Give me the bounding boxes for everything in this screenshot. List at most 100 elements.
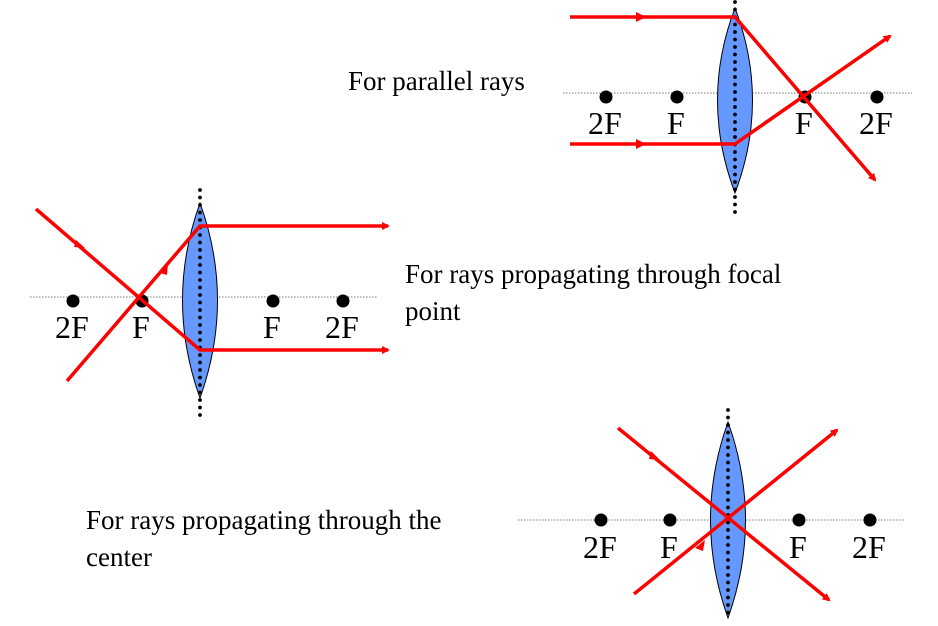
lens-axis-dot <box>733 67 737 72</box>
lens-axis-dot <box>198 398 202 402</box>
focal-point-marker <box>66 294 80 308</box>
lens-axis-dot <box>726 408 730 412</box>
caption-line: For rays propagating through focal <box>405 259 782 289</box>
focal-point-marker <box>670 90 684 104</box>
lens-axis-dot <box>198 285 202 290</box>
lens-axis-dot <box>733 37 737 42</box>
point-label: 2F <box>852 529 886 565</box>
focal-point-marker <box>599 90 613 104</box>
lens-axis-dot <box>733 75 737 79</box>
lens-axis-dot <box>198 293 202 297</box>
caption-line: For rays propagating through the <box>86 505 442 535</box>
lens-axis-dot <box>198 323 202 327</box>
lens-axis-dot <box>733 22 737 27</box>
lens-axis-dot <box>198 240 202 245</box>
lens-axis-dot <box>726 528 730 532</box>
lens-axis-dot <box>733 187 737 192</box>
ascending-focal-ray <box>65 222 390 383</box>
lens-axis-dot <box>726 535 730 540</box>
point-label: 2F <box>588 105 622 141</box>
lens-axis-dot <box>733 60 737 64</box>
lens-axis-dot <box>198 360 202 365</box>
lens-axis-dot <box>733 150 737 154</box>
direction-arrow-icon <box>74 240 85 248</box>
focal-point-marker <box>336 294 350 308</box>
lens-axis-dot <box>198 195 202 200</box>
lens-axis-dot <box>198 233 202 237</box>
lens-axis-dot <box>733 112 737 117</box>
direction-arrow-icon <box>160 263 168 275</box>
caption-line: point <box>405 296 461 326</box>
lens-axis-dot <box>198 218 202 222</box>
lens-axis-dot <box>726 438 730 442</box>
lens-axis-dot <box>726 475 730 480</box>
lens-axis-dot <box>733 202 737 207</box>
focal-rays-diagram: 2F F F 2F <box>30 188 390 417</box>
lens-axis-dot <box>733 127 737 132</box>
lens-axis-dot <box>198 270 202 275</box>
lens-axis-dot <box>726 588 730 592</box>
point-label: F <box>263 309 281 345</box>
lens-axis-dot <box>733 52 737 57</box>
direction-arrow-icon <box>636 139 646 149</box>
point-label: F <box>789 529 807 565</box>
lens-axis-dot <box>733 180 737 184</box>
lens-axis-dot <box>726 453 730 457</box>
lens-axis-dot <box>733 195 737 199</box>
focal-rays-caption: For rays propagating through focal point <box>405 256 781 330</box>
point-label: 2F <box>55 309 89 345</box>
parallel-rays-caption: For parallel rays <box>348 66 525 96</box>
lens-axis-dot <box>726 468 730 472</box>
lens-axis-dot <box>726 573 730 577</box>
lens-axis-dot <box>198 278 202 282</box>
center-rays-caption: For rays propagating through the center <box>86 502 441 576</box>
focal-point-marker <box>663 513 677 527</box>
lens-axis-dot <box>198 188 202 192</box>
lens-axis-dot <box>726 520 730 525</box>
point-label: 2F <box>583 529 617 565</box>
point-label: 2F <box>859 105 893 141</box>
lens-axis-dot <box>726 505 730 510</box>
lens-axis-dot <box>733 0 737 4</box>
lens-axis-dot <box>733 157 737 162</box>
focal-point-marker <box>266 294 280 308</box>
lens-axis-dot <box>733 7 737 12</box>
lower-parallel-ray <box>570 34 892 149</box>
lens-axis-dot <box>198 353 202 357</box>
lens-axis-dot <box>198 390 202 395</box>
lens-axis-dot <box>733 172 737 177</box>
lens-axis-dot <box>733 82 737 87</box>
lens-axis-dot <box>726 498 730 502</box>
lens-axis-dot <box>198 405 202 410</box>
lens-axis-dot <box>198 255 202 260</box>
ascending-center-ray <box>632 428 839 596</box>
lens-axis-dot <box>198 203 202 207</box>
caption-line: center <box>86 542 152 572</box>
center-rays-diagram: 2F F F 2F <box>518 408 905 620</box>
lens-axis-dot <box>733 165 737 169</box>
direction-arrow-icon <box>649 451 660 460</box>
lens-axis-dot <box>198 263 202 267</box>
lens-axis-dot <box>198 248 202 252</box>
lens-axis-dot <box>198 315 202 320</box>
lens-axis-dot <box>726 415 730 420</box>
lens-axis-dot <box>726 543 730 547</box>
lens-axis-dot <box>198 375 202 380</box>
lens-axis-dot <box>198 413 202 417</box>
lens-axis-dot <box>198 308 202 312</box>
lens-axis-dot <box>726 430 730 435</box>
parallel-rays-diagram: 2F F F 2F <box>563 0 912 214</box>
lens-axis-dot <box>726 460 730 465</box>
lens-axis-dot <box>726 580 730 585</box>
lens-axis-dot <box>733 30 737 34</box>
lens-axis-dot <box>726 595 730 600</box>
point-label: F <box>660 529 678 565</box>
point-label: F <box>795 105 813 141</box>
lens-center-line <box>733 0 737 214</box>
lens-axis-dot <box>726 610 730 615</box>
point-label: F <box>132 309 150 345</box>
lens-axis-dot <box>198 383 202 387</box>
lens-axis-dot <box>726 550 730 555</box>
focal-point-marker <box>594 513 608 527</box>
